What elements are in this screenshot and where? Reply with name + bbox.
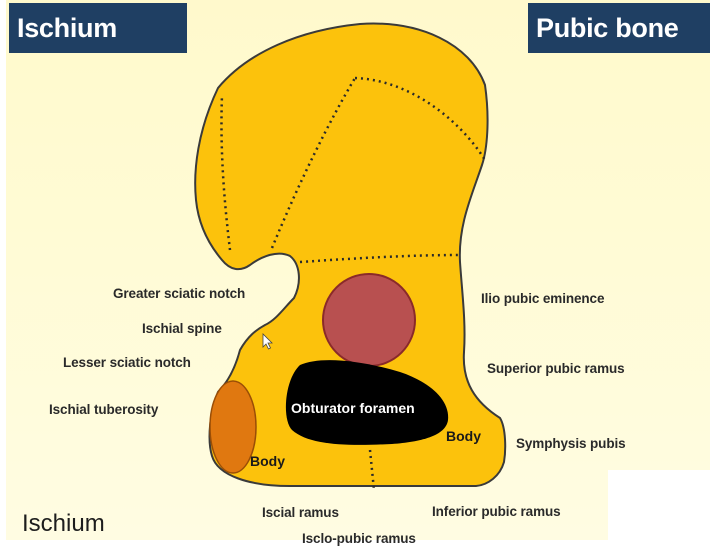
isclo-pubic-ramus-label: Isclo-pubic ramus [302,531,416,546]
lesser-sciatic-notch-label: Lesser sciatic notch [63,355,191,370]
ilio-pubic-eminence-label: Ilio pubic eminence [481,291,605,306]
ischial-spine-label: Ischial spine [142,321,222,336]
ramus-junction-line [368,449,376,491]
iliac-crest-line [354,76,487,161]
hip-bone-shape [194,22,507,487]
inferior-pubic-ramus-label: Inferior pubic ramus [432,504,561,519]
title-ischium: Ischium [9,3,187,53]
ischial-tuberosity-label: Ischial tuberosity [49,402,159,417]
superior-pubic-ramus-label: Superior pubic ramus [487,361,625,376]
obturator-foramen-label: Obturator foramen [291,400,415,416]
white-corner-block [608,470,720,540]
ischial-tuberosity-shape [209,380,257,474]
acetabulum-circle [322,273,416,367]
title-pubic-bone: Pubic bone [528,3,710,53]
symphysis-pubis-label: Symphysis pubis [516,436,626,451]
obturator-foramen-shape [285,360,449,445]
mouse-pointer-icon [262,333,273,350]
iscial-ramus-label: Iscial ramus [262,505,339,520]
body-pubis-label: Body [446,428,481,444]
ilium-inner-line [270,77,357,249]
footer-title: Ischium [22,510,105,537]
greater-sciatic-notch-label: Greater sciatic notch [113,286,246,301]
right-edge-strip [710,0,720,540]
left-edge-strip [0,0,6,540]
body-ischium-label: Body [250,453,285,469]
